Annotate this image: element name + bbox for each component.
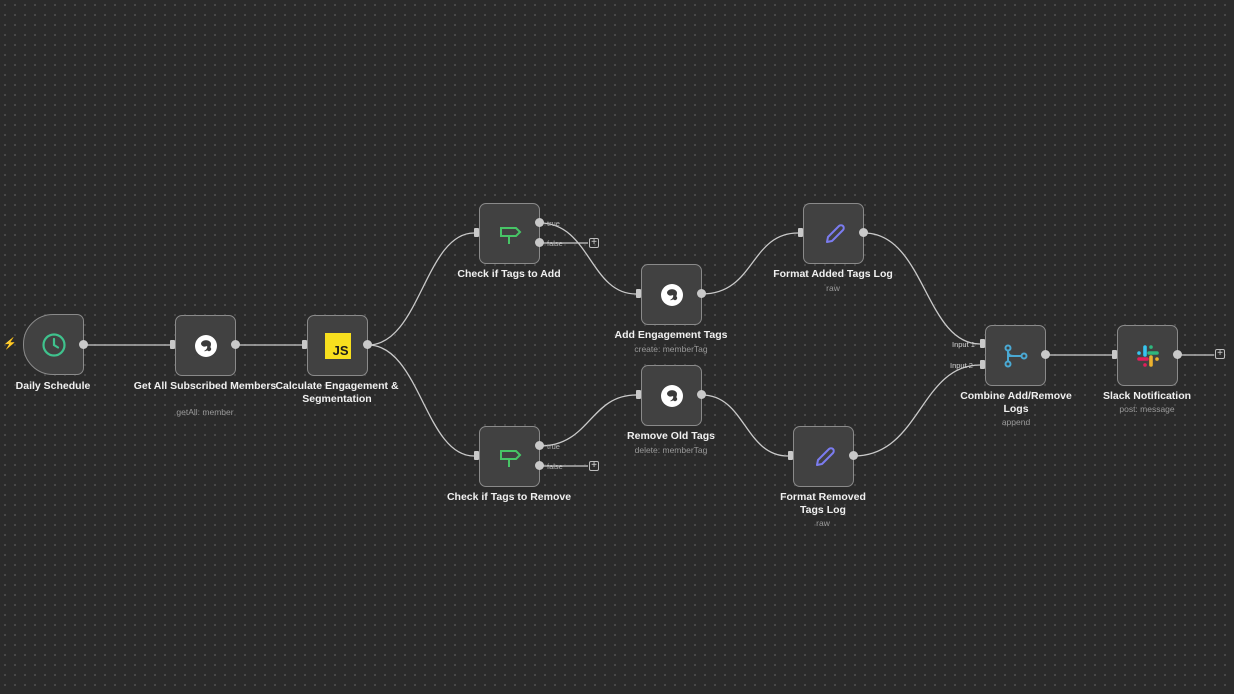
true-output-handle[interactable]	[535, 441, 544, 450]
input-handle[interactable]	[474, 228, 479, 237]
if-icon	[499, 226, 521, 244]
input-2-handle[interactable]	[980, 360, 985, 369]
input-handle[interactable]	[636, 390, 641, 399]
node-title: Remove Old Tags	[627, 430, 715, 442]
input-handle[interactable]	[636, 289, 641, 298]
input-handle[interactable]	[302, 340, 307, 349]
false-label: false	[547, 462, 563, 471]
node-subtitle: post: message	[1119, 404, 1175, 414]
edge-check-remove-true-to-remove-tags	[539, 394, 637, 447]
node-title: Add Engagement Tags	[614, 329, 728, 341]
node-title: Format Added Tags Log	[773, 268, 893, 280]
input-handle[interactable]	[788, 451, 793, 460]
mailchimp-icon	[194, 334, 217, 357]
input-handle[interactable]	[170, 340, 175, 349]
node-title: Slack Notification	[1102, 390, 1192, 402]
node-calculate-engagement[interactable]: JS	[307, 315, 368, 376]
node-title: Check if Tags to Add	[457, 268, 561, 280]
node-subtitle: create: memberTag	[634, 344, 708, 354]
node-get-members[interactable]	[175, 315, 236, 376]
true-output-handle[interactable]	[535, 218, 544, 227]
mailchimp-icon	[660, 283, 683, 306]
pencil-icon	[815, 446, 835, 466]
output-handle[interactable]	[79, 340, 88, 349]
output-handle[interactable]	[697, 390, 706, 399]
false-label: false	[547, 239, 563, 248]
input-handle[interactable]	[1112, 350, 1117, 359]
node-title: Calculate Engagement & Segmentation	[275, 380, 399, 405]
node-title: Format Removed Tags Log	[780, 491, 866, 516]
edge-format-removed-to-combine	[853, 364, 981, 457]
input-1-handle[interactable]	[980, 339, 985, 348]
output-handle[interactable]	[859, 228, 868, 237]
node-subtitle: raw	[826, 283, 840, 293]
node-combine-logs[interactable]	[985, 325, 1046, 386]
edge-calculate-to-check-remove	[367, 344, 475, 457]
javascript-icon: JS	[324, 332, 351, 359]
pencil-icon	[825, 223, 845, 243]
node-subtitle: append	[1001, 417, 1031, 427]
output-handle[interactable]	[231, 340, 240, 349]
input-1-label: Input 1	[952, 340, 975, 349]
edge-remove-tags-to-format-removed	[701, 394, 789, 457]
node-title: Combine Add/Remove Logs	[960, 390, 1072, 415]
true-label: true	[547, 219, 560, 228]
input-handle[interactable]	[798, 228, 803, 237]
node-format-added-log[interactable]	[803, 203, 864, 264]
merge-icon	[1004, 344, 1027, 367]
add-node-button[interactable]: +	[589, 238, 599, 248]
node-subtitle: getAll: member	[176, 407, 234, 417]
clock-icon	[41, 332, 66, 357]
edge-check-add-true-to-add-tags	[539, 222, 637, 295]
node-subtitle: raw	[816, 518, 830, 528]
node-title: Get All Subscribed Members	[133, 380, 277, 392]
output-handle[interactable]	[1173, 350, 1182, 359]
mailchimp-icon	[660, 384, 683, 407]
output-handle[interactable]	[849, 451, 858, 460]
output-handle[interactable]	[697, 289, 706, 298]
edge-calculate-to-check-add	[367, 232, 475, 346]
input-handle[interactable]	[474, 451, 479, 460]
add-node-button[interactable]: +	[589, 461, 599, 471]
node-add-engagement-tags[interactable]	[641, 264, 702, 325]
add-node-button[interactable]: +	[1215, 349, 1225, 359]
trigger-bolt-icon: ⚡	[3, 338, 17, 350]
false-output-handle[interactable]	[535, 238, 544, 247]
node-title: Check if Tags to Remove	[446, 491, 572, 503]
slack-icon	[1136, 344, 1159, 367]
node-format-removed-log[interactable]	[793, 426, 854, 487]
false-output-handle[interactable]	[535, 461, 544, 470]
node-title: Daily Schedule	[15, 380, 91, 392]
js-badge-text: JS	[332, 342, 349, 358]
if-icon	[499, 449, 521, 467]
edge-format-added-to-combine	[863, 232, 981, 345]
node-check-tags-remove[interactable]	[479, 426, 540, 487]
output-handle[interactable]	[363, 340, 372, 349]
edge-add-tags-to-format-added	[701, 232, 799, 295]
node-slack-notification[interactable]	[1117, 325, 1178, 386]
true-label: true	[547, 442, 560, 451]
input-2-label: Input 2	[950, 361, 973, 370]
output-handle[interactable]	[1041, 350, 1050, 359]
node-remove-old-tags[interactable]	[641, 365, 702, 426]
node-subtitle: delete: memberTag	[634, 445, 708, 455]
node-daily-schedule[interactable]	[23, 314, 84, 375]
node-check-tags-add[interactable]	[479, 203, 540, 264]
